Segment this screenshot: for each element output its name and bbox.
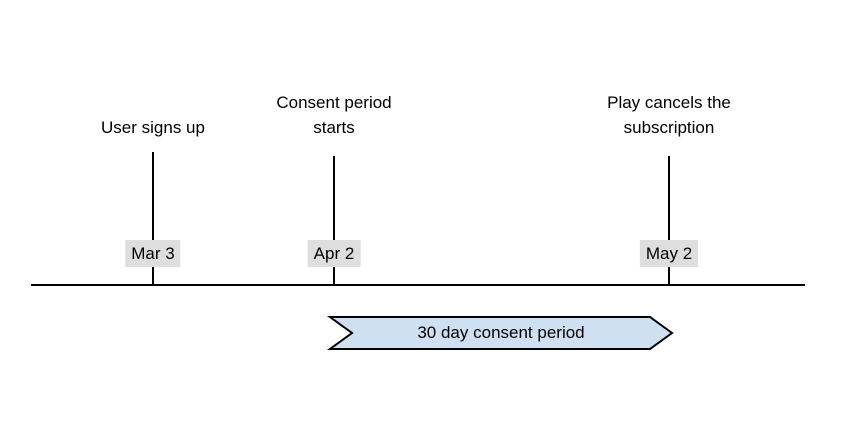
milestone-date-text: Apr 2 xyxy=(313,244,355,263)
milestone-date-badge-may-2: May 2 xyxy=(639,240,699,267)
banner-polygon xyxy=(326,316,674,350)
banner-label: 30 day consent period xyxy=(417,323,585,342)
milestone-date-text: May 2 xyxy=(645,244,693,263)
milestone-date-badge-apr-2: Apr 2 xyxy=(307,240,361,267)
milestone-label-line2: starts xyxy=(313,118,355,137)
timeline-axis xyxy=(31,284,805,286)
milestone-date-text: Mar 3 xyxy=(131,244,175,263)
milestone-label-line2: subscription xyxy=(623,118,715,137)
milestone-label-line1: User signs up xyxy=(101,118,205,137)
milestone-label-line1: Consent period xyxy=(276,93,392,112)
banner-chevron-shape xyxy=(326,316,674,350)
milestone-stem-consent-period-starts xyxy=(333,156,335,285)
consent-period-banner: 30 day consent period xyxy=(326,316,674,350)
milestone-label-consent-period-starts: Consent period starts xyxy=(276,90,391,140)
milestone-label-line1: Play cancels the xyxy=(607,93,731,112)
milestone-label-play-cancels-subscription: Play cancels the subscription xyxy=(607,90,731,140)
milestone-label-user-signs-up: User signs up xyxy=(101,115,205,140)
milestone-stem-user-signs-up xyxy=(152,152,154,285)
milestone-date-badge-mar-3: Mar 3 xyxy=(125,240,181,267)
milestone-stem-play-cancels-subscription xyxy=(668,156,670,285)
